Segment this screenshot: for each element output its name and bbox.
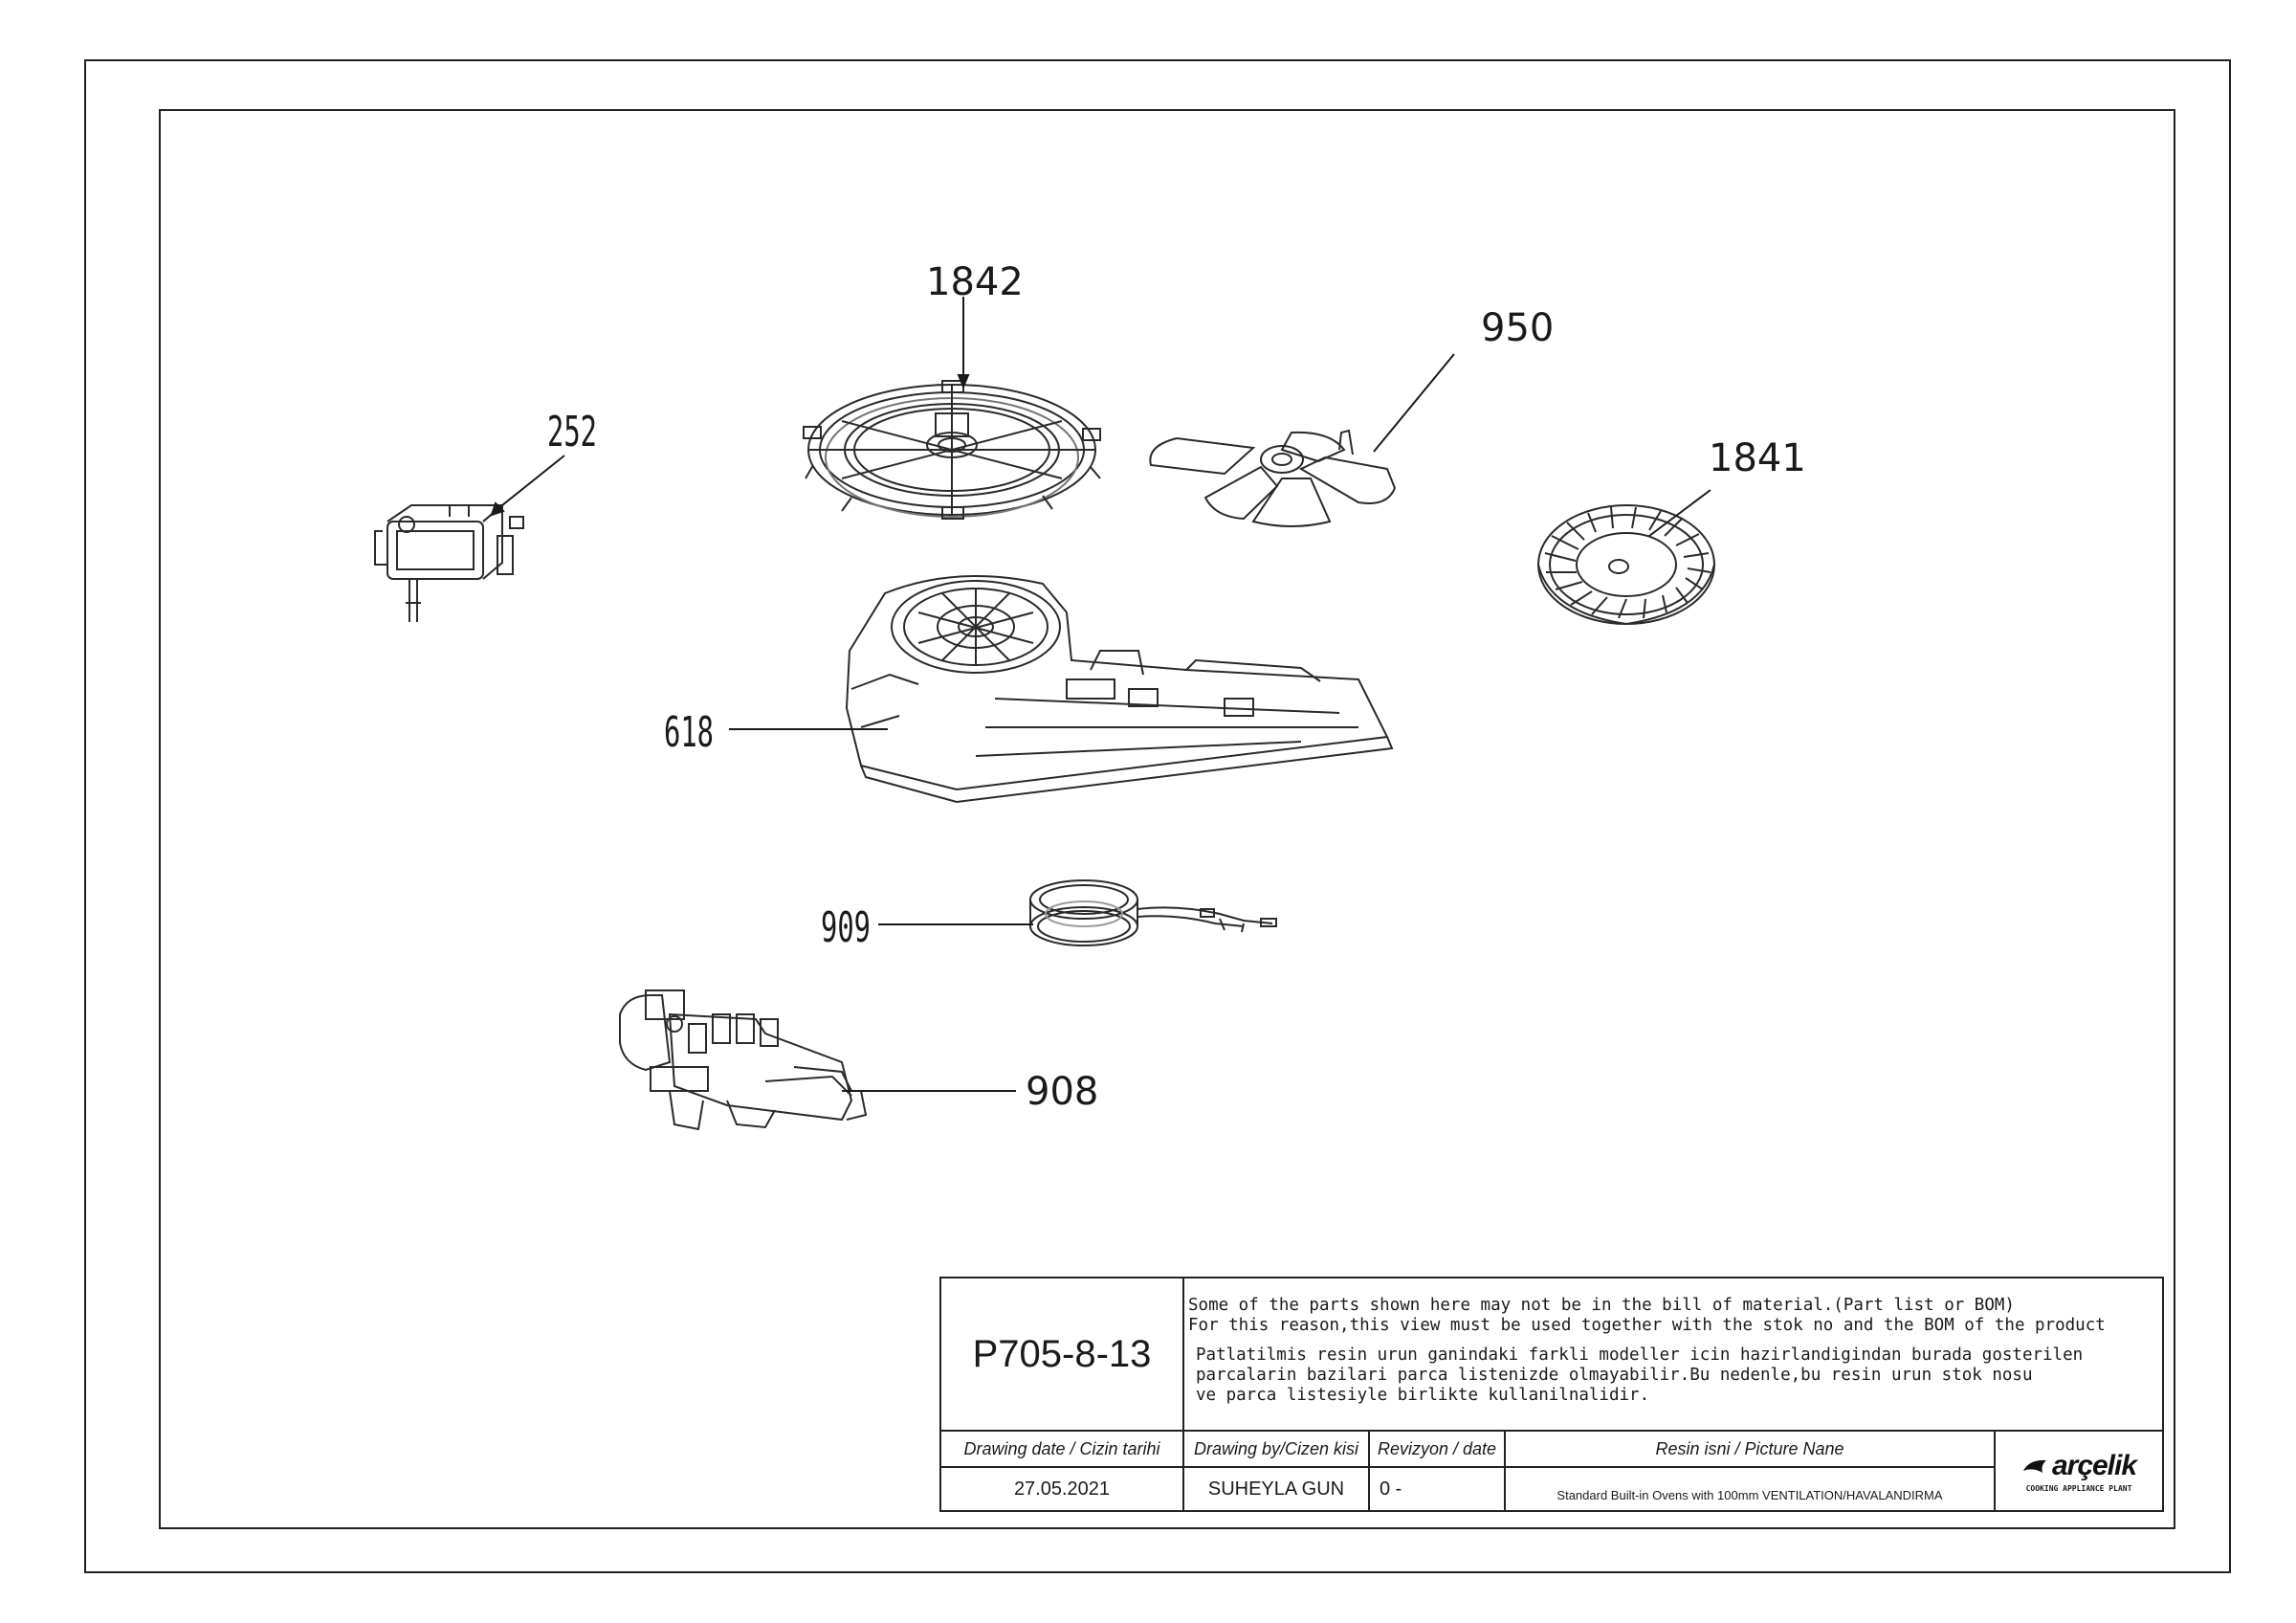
- callout-1842: 1842: [926, 260, 1024, 304]
- logo-brand-text: arçelik: [2051, 1449, 2137, 1481]
- note-en-line-1: Some of the parts shown here may not be …: [1188, 1296, 2015, 1315]
- value-drawing-by: SUHEYLA GUN: [1184, 1468, 1370, 1510]
- part-909-ring-heater: [1029, 879, 1277, 946]
- callout-909: 909: [821, 903, 871, 952]
- part-908-control-assembly: [619, 989, 868, 1131]
- value-picture-name: Standard Built-in Ovens with 100mm VENTI…: [1506, 1468, 1996, 1510]
- value-drawing-date: 27.05.2021: [941, 1468, 1184, 1510]
- title-block-notes: Some of the parts shown here may not be …: [1184, 1278, 2162, 1432]
- note-tr-line-3: ve parca listesiyle birlikte kullanilnal…: [1196, 1386, 1650, 1405]
- header-drawing-date: Drawing date / Cizin tarihi: [941, 1432, 1184, 1468]
- note-tr-line-1: Patlatilmis resin urun ganindaki farkli …: [1196, 1345, 2084, 1365]
- leader-1841: [1648, 489, 1711, 537]
- drawing-number: P705-8-13: [941, 1278, 1184, 1432]
- outer-frame: [84, 59, 2231, 1573]
- logo-mark-icon: [2022, 1459, 2046, 1473]
- title-block: P705-8-13 Some of the parts shown here m…: [939, 1277, 2164, 1512]
- part-252-motor: [374, 502, 524, 622]
- callout-252: 252: [547, 408, 597, 456]
- value-revision: 0 -: [1370, 1468, 1506, 1510]
- header-revision: Revizyon / date: [1370, 1432, 1506, 1468]
- part-618-housing: [845, 575, 1394, 804]
- callout-908: 908: [1026, 1070, 1098, 1114]
- note-tr-line-2: parcalarin bazilari parca listenizde olm…: [1196, 1366, 2033, 1385]
- callout-950: 950: [1481, 306, 1554, 350]
- header-drawing-by: Drawing by/Cizen kisi: [1184, 1432, 1370, 1468]
- callout-618: 618: [664, 708, 714, 757]
- leader-252: [497, 455, 565, 510]
- brand-logo: arçelik COOKING APPLIANCE PLANT: [1996, 1432, 2162, 1510]
- note-en-line-2: For this reason,this view must be used t…: [1188, 1316, 2106, 1335]
- inner-frame: [159, 109, 2175, 1529]
- part-1841-impeller: [1537, 504, 1715, 626]
- logo-subtitle: COOKING APPLIANCE PLANT: [2025, 1483, 2132, 1493]
- part-950-fan-blade: [1149, 429, 1397, 527]
- header-picture-name: Resin isni / Picture Nane: [1506, 1432, 1996, 1468]
- callout-1841: 1841: [1709, 436, 1806, 480]
- leader-950: [1373, 353, 1455, 453]
- part-1842-fan-guard: [803, 380, 1101, 520]
